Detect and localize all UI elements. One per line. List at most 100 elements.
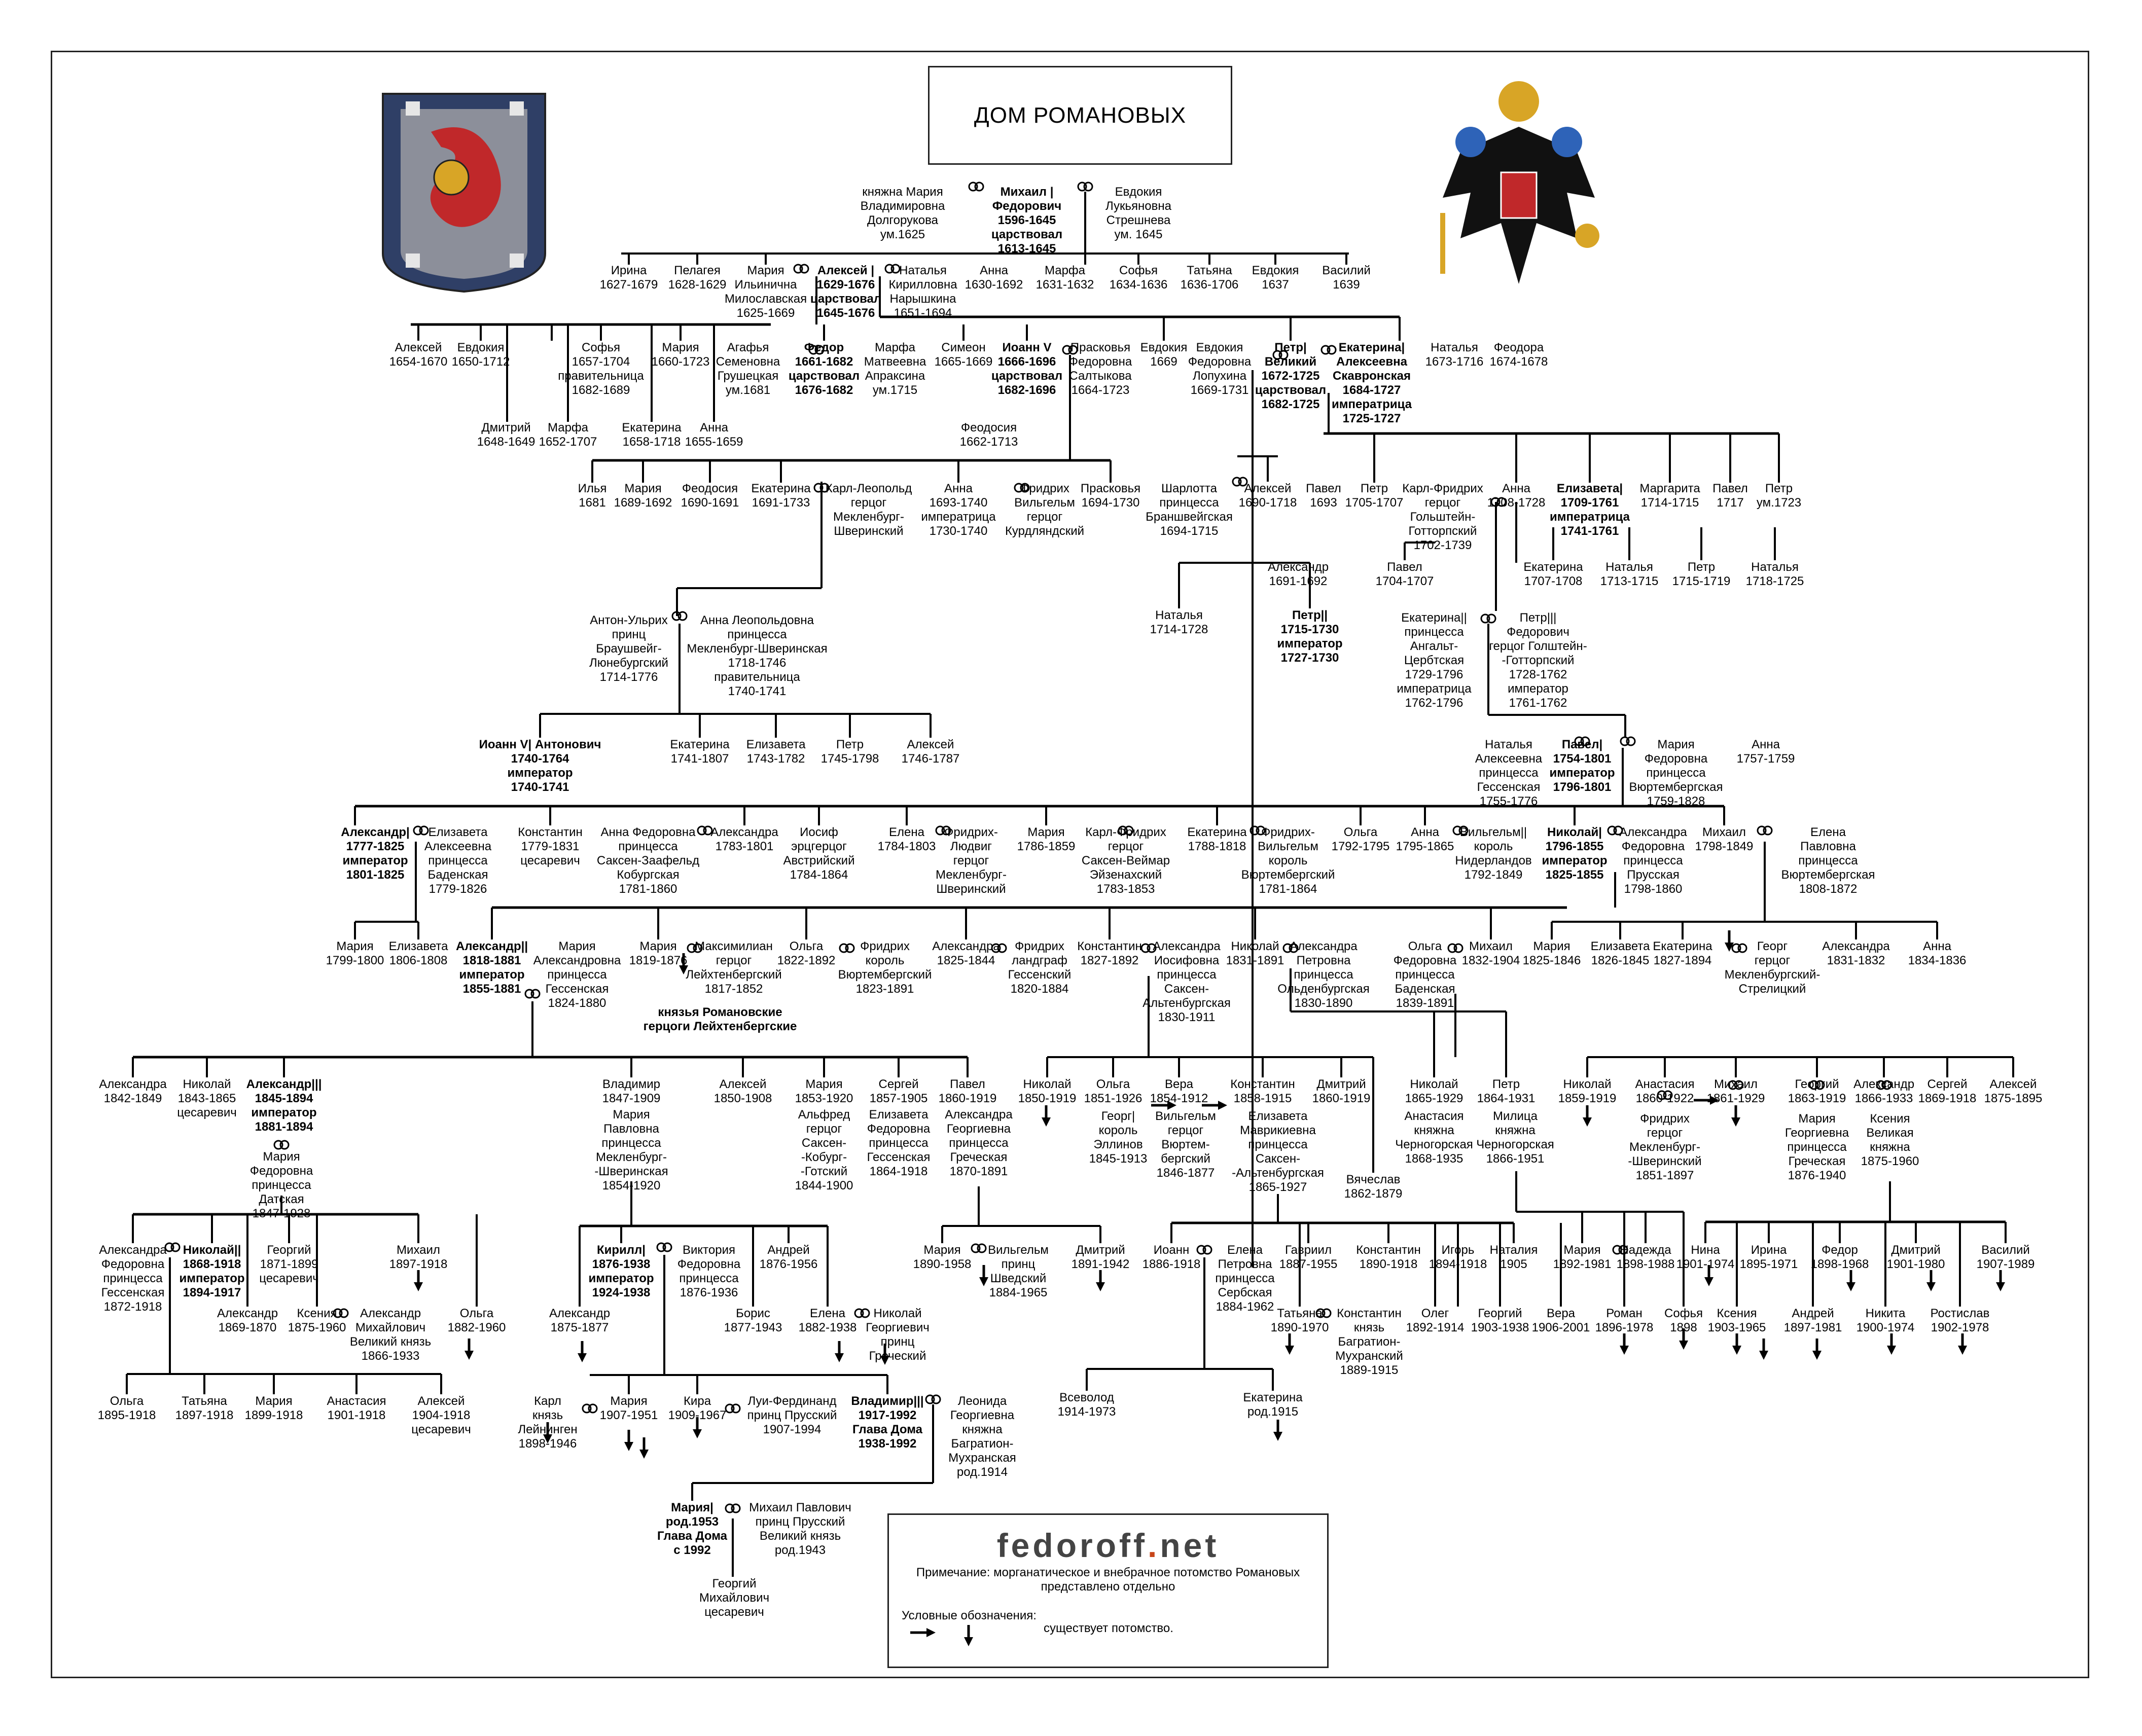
legend-label: Условные обозначения: — [902, 1609, 1037, 1622]
brand-tld: net — [1160, 1527, 1220, 1564]
person-natalya-a: Наталья 1714-1728 — [1150, 608, 1208, 636]
person-evdokia2: Евдокия 1650-1712 — [451, 341, 510, 369]
person-maria-greek: Мария Георгиевна принцесса Греческая 187… — [1784, 1112, 1849, 1182]
person-konstantin1: Константин 1779-1831 цесаревич — [518, 825, 583, 867]
marriage-rings-icon — [1757, 825, 1773, 836]
person-petr-s3: Петр ум.1723 — [1756, 482, 1802, 510]
person-ekaterina3: Екатерина 1691-1733 — [751, 482, 811, 510]
person-konstantin-kk: Константин 1890-1918 — [1356, 1243, 1421, 1271]
person-ioann-k: Иоанн 1886-1918 — [1142, 1243, 1201, 1271]
person-anna1: Анна 1630-1692 — [965, 264, 1023, 292]
person-dmitry-a: Дмитрий 1901-1980 — [1886, 1243, 1945, 1271]
person-maria-a: Мария 1799-1800 — [326, 939, 384, 967]
person-konstantin-k: Константин 1858-1915 — [1230, 1077, 1295, 1105]
person-aleksandr3: Александр||| 1845-1894 император 1881-18… — [246, 1077, 322, 1134]
person-nikolai2: Николай|| 1868-1918 император 1894-1917 — [179, 1243, 245, 1299]
person-nikolai-mm: Николай 1859-1919 — [1558, 1077, 1617, 1105]
person-elizaveta: Елизавета| 1709-1761 императрица 1741-17… — [1550, 482, 1630, 538]
person-ioann5: Иоанн V 1666-1696 царствовал 1682-1696 — [991, 341, 1063, 397]
person-andrei-a: Андрей 1897-1981 — [1783, 1307, 1842, 1334]
marriage-rings-icon — [413, 825, 429, 836]
marriage-rings-icon — [1118, 825, 1134, 836]
person-friedrich-meckl: Фридрих герцог Мекленбург- -Шверинский 1… — [1628, 1112, 1702, 1182]
person-aleksandra-a2: Александра 1842-1849 — [99, 1077, 167, 1105]
person-aleksandra-n: Александра 1825-1844 — [932, 939, 1000, 967]
person-praskovya-salt: Прасковья Федоровна Салтыкова 1664-1723 — [1068, 341, 1132, 397]
arrow-down-icon — [1759, 1339, 1768, 1360]
person-olga-fed: Ольга Федоровна принцесса Баденская 1839… — [1393, 939, 1457, 1010]
marriage-rings-icon — [1612, 1245, 1628, 1255]
person-aleksandra-fed2: Александра Федоровна принцесса Гессенска… — [99, 1243, 167, 1314]
marriage-rings-icon — [1077, 182, 1093, 192]
person-aleksandra-ios: Александра Иосифовна принцесса Саксен- А… — [1143, 939, 1231, 1024]
marriage-rings-icon — [333, 1308, 349, 1318]
marriage-rings-icon — [1607, 825, 1623, 836]
person-vladimir3: Владимир||| 1917-1992 Глава Дома 1938-19… — [851, 1394, 924, 1451]
arrow-down-icon — [1042, 1105, 1051, 1127]
marriage-rings-icon — [1232, 477, 1248, 487]
person-elena-v: Елена 1882-1938 — [798, 1307, 857, 1334]
person-konstantin-bagr: Константин князь Багратион- Мухранский 1… — [1335, 1307, 1403, 1377]
person-elizaveta-m: Елизавета 1826-1845 — [1590, 939, 1650, 967]
person-anna-pp: Анна 1795-1865 — [1396, 825, 1454, 853]
person-nikolai-nn: Николай 1865-1929 — [1405, 1077, 1463, 1105]
person-elizaveta-bad: Елизавета Алексеевна принцесса Баденская… — [424, 825, 492, 896]
person-ekaterina-ii: Екатерина|| принцесса Ангальт- Цербтская… — [1397, 611, 1472, 710]
person-friedrich-kurl: Фридрих Вильгельм герцог Курдляндский — [1005, 482, 1085, 538]
person-aleksei-b: Алексей 1746-1787 — [901, 738, 960, 766]
person-petr-b: Петр 1745-1798 — [820, 738, 879, 766]
person-anna-m: Анна 1834-1836 — [1908, 939, 1967, 967]
person-boris-v: Борис 1877-1943 — [724, 1307, 782, 1334]
arrow-down-icon — [1996, 1270, 2005, 1291]
person-tatyana-k: Татьяна 1890-1970 — [1270, 1307, 1329, 1334]
arrow-down-icon — [679, 953, 688, 974]
person-anastasia-mm: Анастасия 1860-1922 — [1635, 1077, 1695, 1105]
person-ekaterina-b: Екатерина 1741-1807 — [670, 738, 730, 766]
person-ekaterina1: Екатерина| Алексеевна Скавронская 1684-1… — [1332, 341, 1412, 425]
person-nikita-a: Никита 1900-1974 — [1856, 1307, 1915, 1334]
arrow-down-icon — [465, 1339, 474, 1360]
person-georgy-mm: Георгий 1863-1919 — [1788, 1077, 1846, 1105]
person-aleksandr-v: Александр 1875-1877 — [549, 1307, 611, 1334]
marriage-rings-icon — [813, 483, 830, 493]
person-anna-leop: Анна Леопольдовна принцесса Мекленбург-Ш… — [687, 613, 828, 698]
person-elena-pav: Елена Павловна принцесса Вюртембергская … — [1781, 825, 1875, 896]
brand-dot: . — [1147, 1527, 1160, 1564]
marriage-rings-icon — [273, 1140, 290, 1150]
person-gavriil: Гавриил 1887-1955 — [1279, 1243, 1338, 1271]
person-sergei-mm: Сергей 1869-1918 — [1918, 1077, 1977, 1105]
arrow-right-icon — [1694, 1096, 1719, 1105]
marriage-rings-icon — [1876, 1080, 1892, 1090]
legend-text: существует потомство. — [1044, 1621, 1173, 1635]
person-ekaterina-m: Екатерина 1827-1894 — [1653, 939, 1712, 967]
person-karl-fried: Карл-Фридрих герцог Гольштейн- Готторпск… — [1402, 482, 1483, 552]
person-pavel-a2: Павел 1860-1919 — [938, 1077, 997, 1105]
person-maria-k: Мария 1907-1951 — [599, 1394, 658, 1422]
marriage-rings-icon — [991, 943, 1007, 953]
person-maria-m: Мария 1825-1846 — [1522, 939, 1581, 967]
person-natalya-s: Наталья 1713-1715 — [1600, 560, 1659, 588]
arrow-down-icon — [1731, 1105, 1740, 1127]
person-evdokia3: Евдокия 1669 — [1140, 341, 1188, 369]
marriage-rings-icon — [1657, 1090, 1673, 1100]
person-ekaterina2: Екатерина 1658-1718 — [622, 421, 682, 449]
person-sofya2: Софья 1657-1704 правительница 1682-1689 — [558, 341, 644, 397]
person-pavel-s: Павел 1717 — [1712, 482, 1748, 510]
person-ksenia-a3b: Ксения 1875-1960 — [288, 1307, 346, 1334]
marriage-rings-icon — [968, 182, 984, 192]
person-petr-s2: Петр 1715-1719 — [1672, 560, 1731, 588]
arrow-right-icon — [910, 1628, 936, 1637]
person-maria-pa: Мария 1890-1958 — [913, 1243, 972, 1271]
arrow-down-icon — [1704, 1265, 1713, 1286]
person-natalya-gess: Наталья Алексеевна принцесса Гессенская … — [1475, 738, 1543, 808]
person-aleksei-a2: Алексей 1850-1908 — [713, 1077, 772, 1105]
person-aleksandr-a: Александр 1691-1692 — [1267, 560, 1329, 588]
person-igor-k: Игорь 1894-1918 — [1429, 1243, 1487, 1271]
person-aleksandra-greek: Александра Георгиевна принцесса Греческа… — [945, 1108, 1013, 1178]
person-ekaterina-p: Екатерина 1788-1818 — [1187, 825, 1247, 853]
person-andrei-v: Андрей 1876-1956 — [759, 1243, 818, 1271]
person-maria-dat: Мария Федоровна принцесса Датская 1847-1… — [249, 1150, 313, 1220]
person-mikhail: Михаил | Федорович 1596-1645 царствовал … — [991, 185, 1063, 256]
arrow-down-icon — [1926, 1270, 1936, 1291]
